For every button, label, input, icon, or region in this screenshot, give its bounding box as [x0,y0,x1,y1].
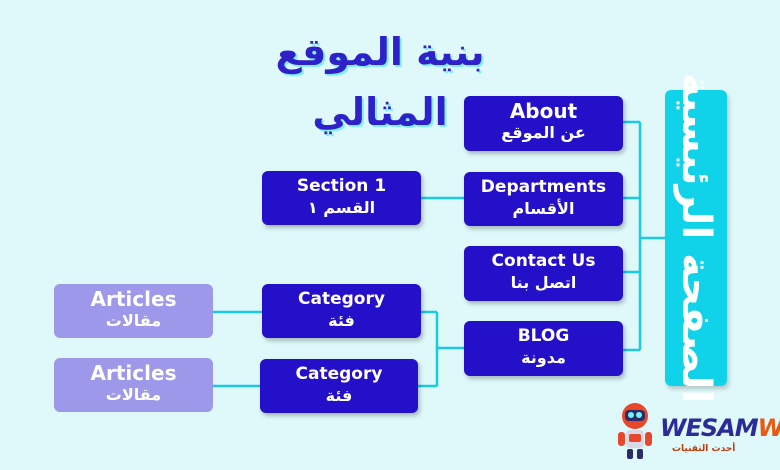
category-node-2: Category فئة [260,359,418,413]
category-label-en: Category [295,364,383,384]
connector-blog-categories [418,310,464,388]
wesamweb-logo: WESAMWEB أحدث التقنيات [612,400,780,462]
articles-label-en: Articles [90,287,177,311]
contact-label-ar: اتصل بنا [510,273,577,292]
section1-label-en: Section 1 [296,176,387,196]
departments-label-en: Departments [480,177,607,197]
home-page-label: الصفحة الرئيسية [673,72,719,404]
blog-label-en: BLOG [517,326,570,346]
logo-wordmark-part1: WESAM [660,414,759,442]
articles-node-1: Articles مقالات [54,284,213,338]
logo-wordmark: WESAMWEB [660,414,780,442]
section1-node: Section 1 القسم ١ [262,171,421,225]
departments-node: Departments الأقسام [464,172,623,226]
departments-label-ar: الأقسام [512,199,575,218]
section1-label-ar: القسم ١ [307,198,376,217]
about-label-en: About [509,99,578,123]
articles-label-ar: مقالات [105,385,162,404]
logo-tagline: أحدث التقنيات [672,444,736,454]
category-label-en: Category [298,289,385,309]
diagram-title: بنية الموقع المثالي [275,30,485,134]
articles-label-ar: مقالات [105,311,162,330]
logo-wordmark-part2: WEB [758,414,780,442]
blog-label-ar: مدونة [521,348,566,367]
contact-node: Contact Us اتصل بنا [464,246,623,301]
connector-home-trunk [638,122,665,350]
about-label-ar: عن الموقع [501,123,586,142]
category-node-1: Category فئة [262,284,421,338]
articles-node-2: Articles مقالات [54,358,213,412]
contact-label-en: Contact Us [491,251,596,271]
about-node: About عن الموقع [464,96,623,151]
robot-mascot-icon [618,403,652,459]
blog-node: BLOG مدونة [464,321,623,376]
articles-label-en: Articles [90,361,177,385]
category-label-ar: فئة [325,386,353,405]
category-label-ar: فئة [328,311,355,330]
home-page-node: الصفحة الرئيسية [665,73,727,403]
